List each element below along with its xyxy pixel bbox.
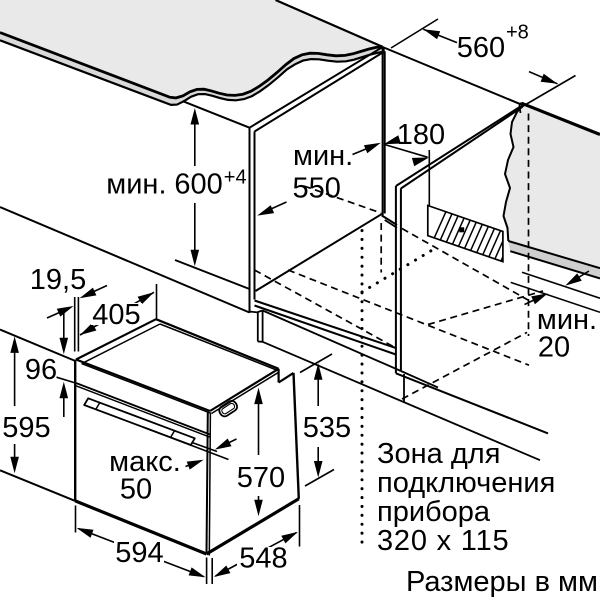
svg-text:594: 594 <box>115 537 163 569</box>
svg-text:Зона для: Зона для <box>377 438 500 470</box>
svg-text:прибора: прибора <box>377 496 491 528</box>
svg-text:535: 535 <box>303 412 351 444</box>
svg-text:19,5: 19,5 <box>30 264 86 296</box>
svg-text:320 x 115: 320 x 115 <box>377 525 509 557</box>
svg-text:+8: +8 <box>506 22 529 44</box>
svg-text:570: 570 <box>237 462 285 494</box>
svg-text:мин.: мин. <box>537 304 597 336</box>
svg-text:Размеры в мм: Размеры в мм <box>406 566 598 598</box>
svg-text:20: 20 <box>538 332 570 364</box>
svg-text:50: 50 <box>120 474 152 506</box>
svg-text:мин.: мин. <box>293 140 353 172</box>
svg-text:600: 600 <box>174 169 222 201</box>
svg-text:подключения: подключения <box>377 467 555 499</box>
svg-text:550: 550 <box>293 173 341 205</box>
svg-text:мин.: мин. <box>106 169 166 201</box>
svg-text:+4: +4 <box>224 167 247 189</box>
svg-text:180: 180 <box>397 119 445 151</box>
svg-text:макс.: макс. <box>109 446 181 478</box>
svg-text:560: 560 <box>457 32 505 64</box>
svg-text:96: 96 <box>25 354 57 386</box>
svg-text:405: 405 <box>92 299 140 331</box>
svg-text:548: 548 <box>239 543 287 575</box>
svg-text:595: 595 <box>2 412 50 444</box>
